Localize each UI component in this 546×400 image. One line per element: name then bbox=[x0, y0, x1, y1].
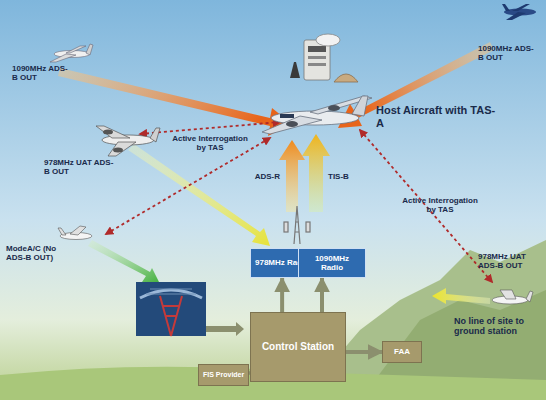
interrogation-label: Active Interrogation by TAS bbox=[400, 196, 480, 214]
box-text: FIS Provider bbox=[203, 371, 244, 379]
signal-label: 1090MHz ADS-B OUT bbox=[12, 64, 72, 82]
box-text: 1090MHz Radio bbox=[303, 254, 361, 272]
interrogation-label: Active Interrogation by TAS bbox=[170, 134, 250, 152]
aircraft-label: Host Aircraft with TAS-A bbox=[376, 104, 496, 129]
signal-label: 978MHz UAT ADS-B OUT bbox=[44, 158, 114, 176]
box-text: Control Station bbox=[262, 341, 334, 353]
flow-arrow bbox=[320, 278, 324, 312]
note-label: No line of site to ground station bbox=[454, 316, 540, 337]
signal-label: 978MHz UAT ADS-B OUT bbox=[478, 252, 542, 270]
box-text: FAA bbox=[394, 347, 410, 356]
agency-box: FAA bbox=[382, 341, 422, 363]
radio-box: 1090MHz Radio bbox=[298, 248, 366, 278]
signal-label: TIS-B bbox=[328, 172, 358, 181]
flow-arrow bbox=[280, 278, 284, 312]
signal-label: ADS-R bbox=[250, 172, 280, 181]
signal-label: 1090MHz ADS-B OUT bbox=[478, 44, 538, 62]
aircraft-label: ModeA/C (No ADS-B OUT) bbox=[6, 244, 70, 262]
control-station-box: Control Station bbox=[250, 312, 346, 382]
flow-arrow bbox=[346, 350, 382, 354]
provider-box: FIS Provider bbox=[198, 364, 249, 386]
